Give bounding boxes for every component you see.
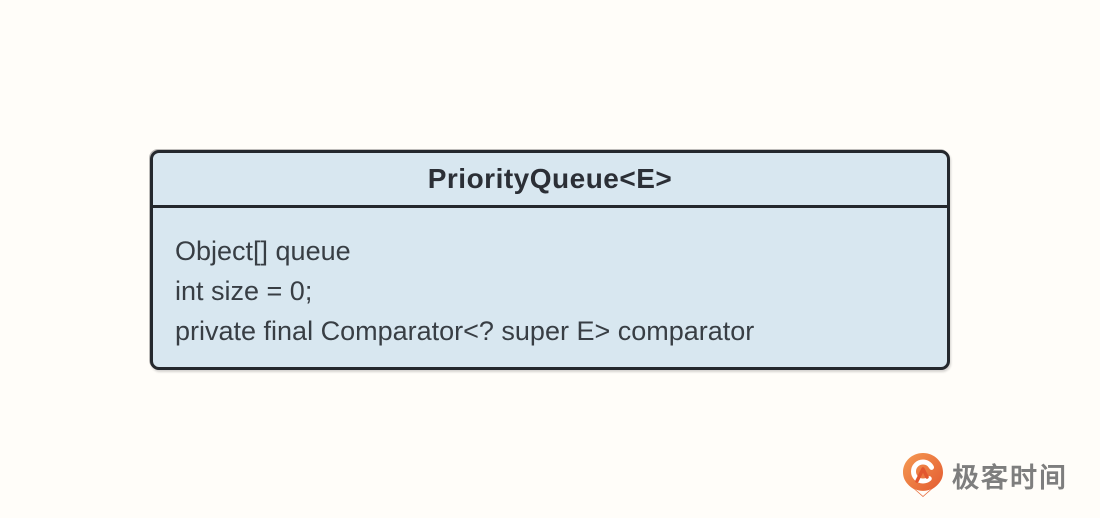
attribute-size: int size = 0;	[175, 275, 313, 306]
attribute-queue: Object[] queue	[175, 235, 351, 266]
brand-name: 极客时间	[952, 462, 1068, 493]
uml-class-priorityqueue: PriorityQueue<E> Object[] queue int size…	[150, 150, 950, 370]
attribute-comparator: private final Comparator<? super E> comp…	[175, 315, 755, 346]
class-name: PriorityQueue<E>	[427, 163, 673, 194]
uml-class-attributes: Object[] queue int size = 0; private fin…	[153, 208, 947, 367]
watermark-brand: 极客时间	[902, 452, 1068, 498]
geektime-logo-icon	[902, 452, 944, 498]
uml-class-header: PriorityQueue<E>	[153, 153, 947, 208]
